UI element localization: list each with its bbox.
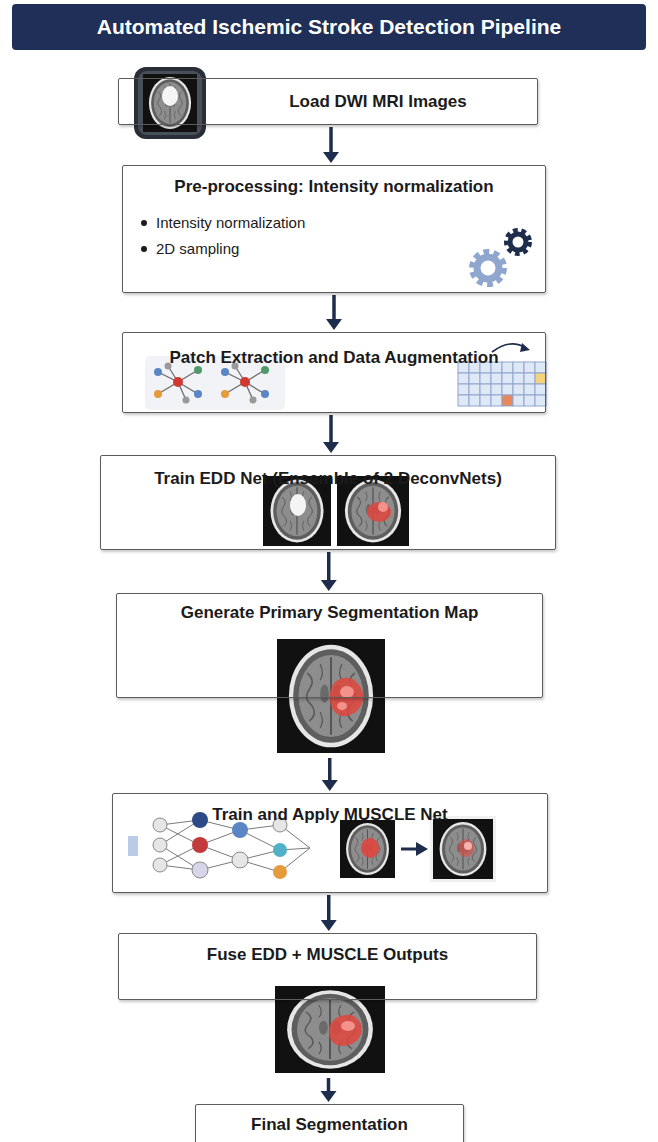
box-frame: Pre-processing: Intensity normalizationI… <box>122 165 546 293</box>
process-box: Train and Apply MUSCLE Net <box>112 793 548 893</box>
image-space <box>118 1000 537 1076</box>
box-frame: Fuse EDD + MUSCLE Outputs <box>118 933 537 1000</box>
gear-icon <box>474 232 528 282</box>
flow-arrow <box>322 758 338 791</box>
flow-arrow <box>323 127 339 163</box>
box-frame: Patch Extraction and Data Augmentation <box>122 332 546 413</box>
flow-arrow <box>326 295 342 330</box>
process-box: Generate Primary Segmentation Map <box>116 593 543 756</box>
process-box: Pre-processing: Intensity normalizationI… <box>122 165 546 293</box>
box-heading: Generate Primary Segmentation Map <box>127 602 532 624</box>
process-box: Load DWI MRI Images <box>118 78 538 125</box>
arrow-head <box>321 580 337 591</box>
box-heading: Fuse EDD + MUSCLE Outputs <box>129 944 526 966</box>
segmentation-map <box>277 639 385 753</box>
box-heading: Patch Extraction and Data Augmentation <box>133 347 535 369</box>
box-frame: Train EDD Net (Ensemble of 2 DeconvNets) <box>100 455 556 550</box>
box-frame: Load DWI MRI Images <box>118 78 538 125</box>
flow-arrow <box>321 895 337 931</box>
box-frame: Generate Primary Segmentation Map <box>116 593 543 698</box>
flow-arrow <box>323 415 339 453</box>
box-heading: Load DWI MRI Images <box>229 91 527 113</box>
box-frame: Train and Apply MUSCLE Net <box>112 793 548 893</box>
process-box: Final Segmentation <box>195 1104 464 1142</box>
box-heading: Pre-processing: Intensity normalization <box>133 176 535 198</box>
arrow-head <box>326 319 342 330</box>
bullet-dot <box>141 246 147 252</box>
bullet-dot <box>141 220 147 226</box>
arrow-shaft <box>332 295 336 320</box>
image-space <box>116 698 543 756</box>
arrow-head <box>321 920 337 931</box>
muscle-input-output <box>340 816 496 882</box>
arrow-head <box>323 442 339 453</box>
arrow-shaft <box>329 415 333 443</box>
process-box: Patch Extraction and Data Augmentation <box>122 332 546 413</box>
arrow-head <box>321 1091 337 1102</box>
process-box: Train EDD Net (Ensemble of 2 DeconvNets) <box>100 455 556 550</box>
bullet-text: 2D sampling <box>156 240 239 257</box>
flow-arrow <box>321 1078 337 1102</box>
bullet-item: Intensity normalization <box>133 212 535 234</box>
bullet-text: Intensity normalization <box>156 214 305 231</box>
box-frame: Final Segmentation <box>195 1104 464 1142</box>
arrow-shaft <box>329 127 333 153</box>
bullet-item: 2D sampling <box>133 238 535 260</box>
box-heading: Final Segmentation <box>206 1114 453 1136</box>
arrow-shaft <box>327 552 331 581</box>
box-heading: Train and Apply MUSCLE Net <box>123 804 537 826</box>
box-heading: Train EDD Net (Ensemble of 2 DeconvNets) <box>111 468 545 490</box>
title-banner: Automated Ischemic Stroke Detection Pipe… <box>12 4 646 50</box>
flow-arrow <box>321 552 337 591</box>
arrow-head <box>323 152 339 163</box>
arrow-shaft <box>327 1078 331 1092</box>
process-box: Fuse EDD + MUSCLE Outputs <box>118 933 537 1076</box>
arrow-shaft <box>328 758 332 781</box>
arrow-head <box>322 780 338 791</box>
arrow-shaft <box>327 895 331 921</box>
